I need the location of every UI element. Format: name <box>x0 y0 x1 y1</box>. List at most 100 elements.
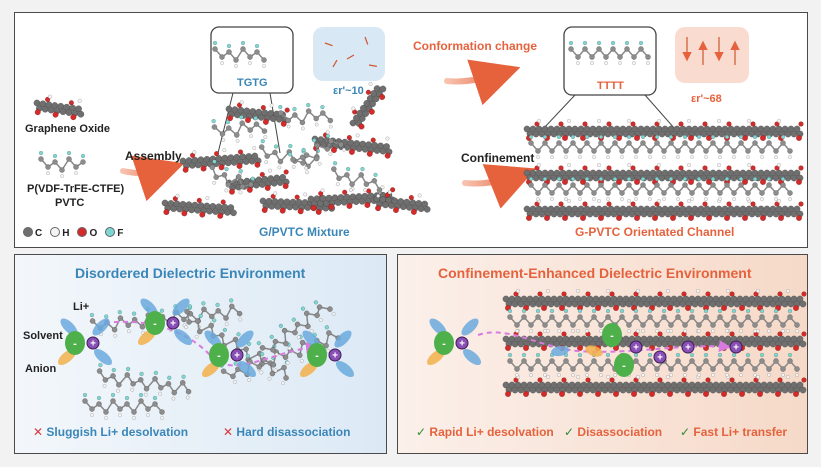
li-ion: + <box>328 348 342 362</box>
svg-text:+: + <box>633 343 639 354</box>
confinement-label: Confinement <box>461 151 535 165</box>
solvent-molecule <box>173 328 193 346</box>
channel-permittivity: εr'~68 <box>691 93 722 105</box>
tttt-zoom-box <box>563 26 657 96</box>
legend-item-O: O <box>77 227 97 239</box>
dipole-mark <box>364 36 369 45</box>
li-path-arrow <box>477 331 731 353</box>
mixture-dipole-box <box>313 27 385 81</box>
li-label: Li+ <box>73 301 90 313</box>
tttt-label: TTTT <box>597 80 624 92</box>
solvent-molecule <box>461 318 479 336</box>
atom-dot-icon <box>77 227 88 237</box>
check-icon: ✓ <box>680 425 691 439</box>
svg-text:+: + <box>90 339 96 350</box>
polymer-chain <box>287 133 346 171</box>
top-illustration <box>33 26 804 221</box>
polymer-label: P(VDF-TrFE-CTFE) <box>27 183 125 195</box>
graphene-sheet <box>502 288 807 311</box>
channel-label: G-PVTC Orientated Channel <box>575 225 735 239</box>
graphene-sheet <box>502 374 807 397</box>
legend-item-C: C <box>23 227 42 239</box>
graphene-sheet <box>179 145 262 173</box>
svg-text:-: - <box>315 350 319 362</box>
graphene-sheet <box>523 118 804 141</box>
tgtg-label: TGTG <box>237 77 268 89</box>
polymer-chain <box>82 392 165 420</box>
solvent-molecule <box>172 298 190 316</box>
svg-text:+: + <box>332 351 338 362</box>
li-ion: + <box>629 340 643 354</box>
svg-text:+: + <box>170 319 176 330</box>
li-ion: + <box>455 336 469 350</box>
polymer-chain <box>277 102 334 131</box>
atom-dot-icon <box>50 227 61 237</box>
graphene-sheet <box>311 130 393 159</box>
mixture-label: G/PVTC Mixture <box>259 225 350 239</box>
polymer-chain <box>211 115 268 143</box>
solvent-molecule <box>237 360 257 378</box>
confinement-panel: -+-+-+++ Confinement-Enhanced Dielectric… <box>397 254 808 454</box>
cross-icon: ✕ <box>223 425 234 439</box>
top-panel: Graphene Oxide P(VDF-TrFE-CTFE) PVTC Ass… <box>14 12 808 248</box>
cross-icon: ✕ <box>33 425 44 439</box>
li-ion: + <box>729 340 743 354</box>
li-ion: + <box>166 316 180 330</box>
anion-green: - <box>145 311 165 335</box>
solvent-molecule <box>93 348 113 366</box>
svg-text:-: - <box>153 318 157 330</box>
solvent-molecule <box>551 345 569 357</box>
solvent-molecule <box>236 330 254 348</box>
graphene-oxide-label: Graphene Oxide <box>25 123 110 135</box>
dipole-mark <box>346 54 355 60</box>
disordered-illustration: -+-+-+-+ <box>57 298 355 420</box>
svg-text:+: + <box>685 343 691 354</box>
atom-dot-icon <box>105 227 116 237</box>
graphene-sheet <box>523 198 804 221</box>
polymer-chain <box>331 161 383 198</box>
disordered-title: Disordered Dielectric Environment <box>75 265 306 281</box>
svg-text:-: - <box>73 338 77 350</box>
svg-text:+: + <box>657 353 663 364</box>
pvtc-label: PVTC <box>55 197 85 209</box>
check-icon: ✓ <box>416 425 427 439</box>
li-ion: + <box>653 350 667 364</box>
li-ion: + <box>230 348 244 362</box>
conformation-arrow <box>444 59 521 106</box>
disordered-panel: -+-+-+-+ Disordered Dielectric Environme… <box>14 254 387 454</box>
solvent-molecule <box>92 318 110 336</box>
footer-fast: ✓ Fast Li+ transfer <box>680 425 788 439</box>
graphene-sheet <box>225 168 290 195</box>
aligned-chain <box>528 134 793 159</box>
check-icon: ✓ <box>564 425 575 439</box>
solvent-label: Solvent <box>23 330 63 342</box>
anion-molecule <box>585 345 603 357</box>
dipole-mark <box>368 64 377 67</box>
atom-dot-icon <box>23 227 33 237</box>
confinement-illustration: -+-+-+++ <box>426 288 807 397</box>
legend-item-F: F <box>105 227 123 239</box>
assembly-arrow <box>120 155 185 202</box>
graphene-oxide-molecule <box>33 94 85 121</box>
anion-green: - <box>602 323 622 347</box>
tgtg-chain <box>212 40 267 68</box>
graphene-sheet <box>161 193 237 219</box>
footer-hard: ✕ Hard disassociation <box>223 425 351 439</box>
solvent-molecule <box>335 360 355 378</box>
anion-green: - <box>209 343 229 367</box>
confinement-title: Confinement-Enhanced Dielectric Environm… <box>438 265 752 281</box>
tttt-chain <box>568 40 651 65</box>
polymer-chain <box>209 159 255 195</box>
graphene-sheet <box>523 162 804 185</box>
aligned-chain <box>507 352 800 377</box>
li-ion: + <box>681 340 695 354</box>
assembly-label: Assembly <box>125 149 182 163</box>
svg-text:-: - <box>217 350 221 362</box>
li-ion: + <box>86 336 100 350</box>
polymer-chain <box>256 300 336 357</box>
pvtc-molecule <box>38 150 86 178</box>
polymer-chain <box>96 362 192 401</box>
tgtg-zoom-box <box>210 26 294 94</box>
footer-rapid: ✓ Rapid Li+ desolvation <box>416 425 554 439</box>
